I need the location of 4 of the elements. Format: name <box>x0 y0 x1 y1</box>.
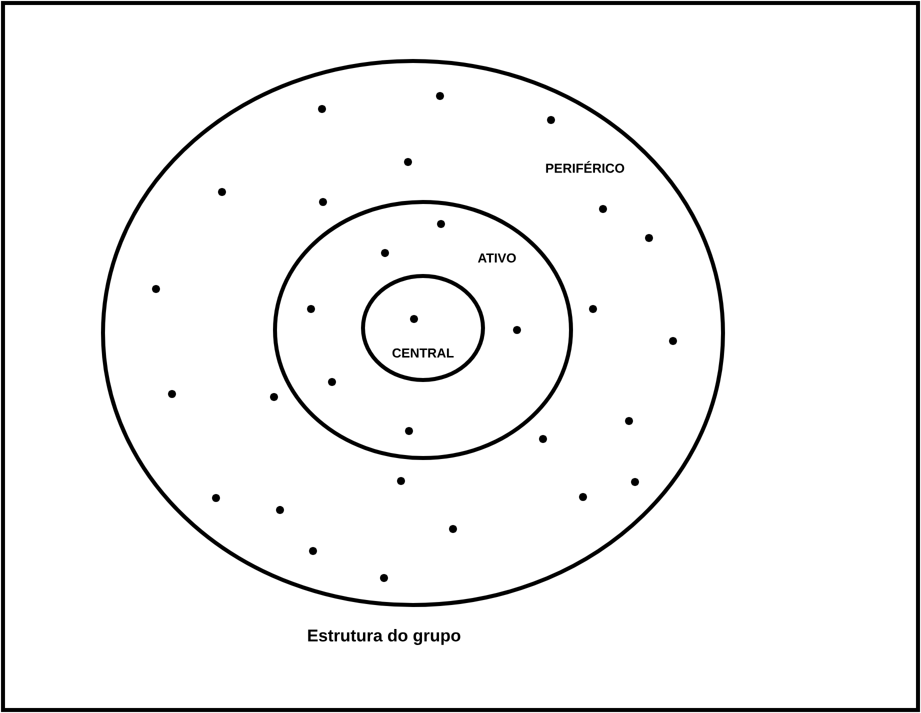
region-label: CENTRAL <box>392 348 454 358</box>
region-label: ATIVO <box>478 253 516 263</box>
caption: Estrutura do grupo <box>308 629 460 645</box>
region-label: PERIFÉRICO <box>546 161 624 173</box>
